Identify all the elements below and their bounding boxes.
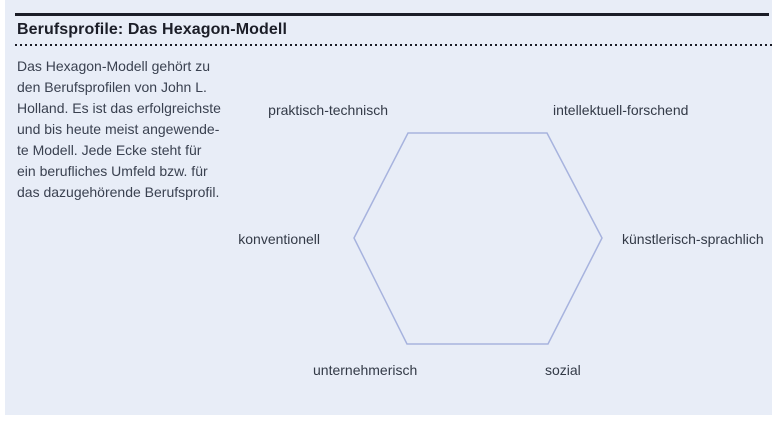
intro-line: ein berufliches Umfeld bzw. für: [17, 163, 208, 179]
top-rule: [15, 13, 769, 16]
intro-line: Holland. Es ist das erfolgreichste: [17, 100, 221, 116]
hexagon-model-panel: Berufsprofile: Das Hexagon-Modell Das He…: [5, 0, 772, 415]
hexagon-label-praktisch-technisch: praktisch-technisch: [268, 102, 388, 118]
hexagon-label-konventionell: konventionell: [238, 231, 320, 247]
intro-line: den Berufsprofilen von John L.: [17, 79, 207, 95]
hexagon-label-kuenstlerisch-sprachlich: künstlerisch-sprachlich: [622, 231, 764, 247]
intro-paragraph: Das Hexagon-Modell gehört zu den Berufsp…: [17, 56, 232, 203]
intro-line: Das Hexagon-Modell gehört zu: [17, 58, 210, 74]
intro-line: und bis heute meist angewende-: [17, 121, 220, 137]
intro-line: das dazugehörende Berufsprofil.: [17, 184, 220, 200]
dotted-rule: [15, 44, 772, 46]
hexagon-label-unternehmerisch: unternehmerisch: [313, 362, 418, 378]
hexagon-label-sozial: sozial: [545, 362, 581, 378]
hexagon-label-intellektuell-forschend: intellektuell-forschend: [553, 102, 689, 118]
hexagon-shape: [353, 132, 603, 345]
page-title: Berufsprofile: Das Hexagon-Modell: [17, 21, 288, 38]
intro-line: te Modell. Jede Ecke steht für: [17, 142, 202, 158]
